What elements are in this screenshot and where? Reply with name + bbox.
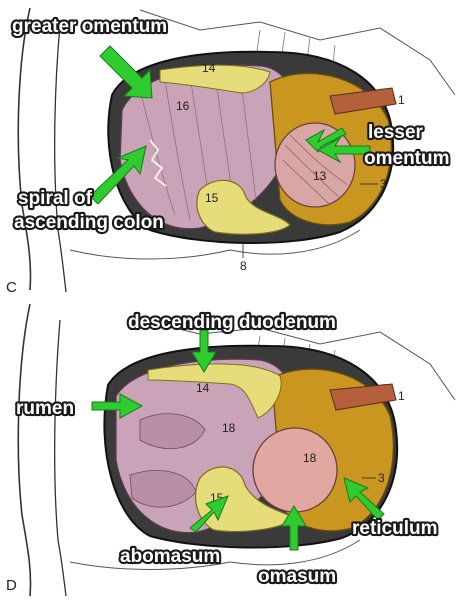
label-reticulum: reticulum [352,518,438,539]
num-16: 16 [176,99,190,113]
panel-letter-d: D [6,577,17,594]
num-3: 3 [378,471,385,485]
rumen-sac [139,413,206,450]
num-14: 14 [202,61,216,75]
arrow-rumen [91,393,144,419]
arrows-d [91,329,385,551]
panel-c-illustration: 14 16 13 15 1 3 8 greater omentum lesser… [6,7,456,296]
cow-outline-left [17,7,32,291]
arrow-lesser-omentum [305,127,347,153]
cow-leg-outline [54,319,67,597]
label-lesser: lesser [368,122,424,143]
label-abomasum: abomasum [120,546,220,567]
lesser-omentum-texture [282,134,349,206]
label-ascending-colon: ascending colon [14,212,164,233]
label-omasum: omasum [258,566,336,587]
spiral-colon-shape [149,139,167,187]
cow-outline-left [17,303,32,597]
panel-d: 14 18 18 15 1 3 descending duodenum rume… [0,300,469,600]
esophagus [329,383,397,411]
esophagus [329,87,397,115]
omasum-region [252,427,338,513]
arrow-omasum [281,505,307,551]
arrows-c [89,45,371,205]
arrow-omentum [316,136,371,164]
num-1: 1 [398,93,405,107]
arrow-spiral-colon [89,145,147,205]
label-greater-omentum: greater omentum [12,16,167,37]
arrow-reticulum [343,477,385,521]
omentum-texture [139,69,257,223]
panel-c: 14 16 13 15 1 3 8 greater omentum lesser… [6,7,456,296]
num-13: 13 [313,169,327,183]
duodenum-region [147,363,282,419]
arrow-greater-omentum [99,45,153,99]
label-spiral-of: spiral of [18,188,93,209]
label-omentum: omentum [364,148,450,169]
arrow-descending-duodenum [191,329,217,373]
panel-letter-c: C [6,279,17,296]
belly-outline [69,229,361,260]
num-3: 3 [380,177,387,191]
label-descending-duodenum: descending duodenum [128,312,336,333]
panel-d-illustration: 14 18 18 15 1 3 descending duodenum rume… [6,303,456,597]
belly-outline [69,539,361,570]
num-1: 1 [398,389,405,403]
cow-leg-outline [54,24,67,293]
spine-outline [139,9,456,96]
abomasum-region [196,179,291,235]
num-18b: 18 [303,451,317,465]
num-18a: 18 [222,421,236,435]
arrow-abomasum [189,495,229,533]
num-14: 14 [196,381,210,395]
num-15: 15 [205,191,219,205]
num-8: 8 [240,259,247,273]
duodenum-region [159,64,271,94]
label-rumen: rumen [16,398,74,419]
